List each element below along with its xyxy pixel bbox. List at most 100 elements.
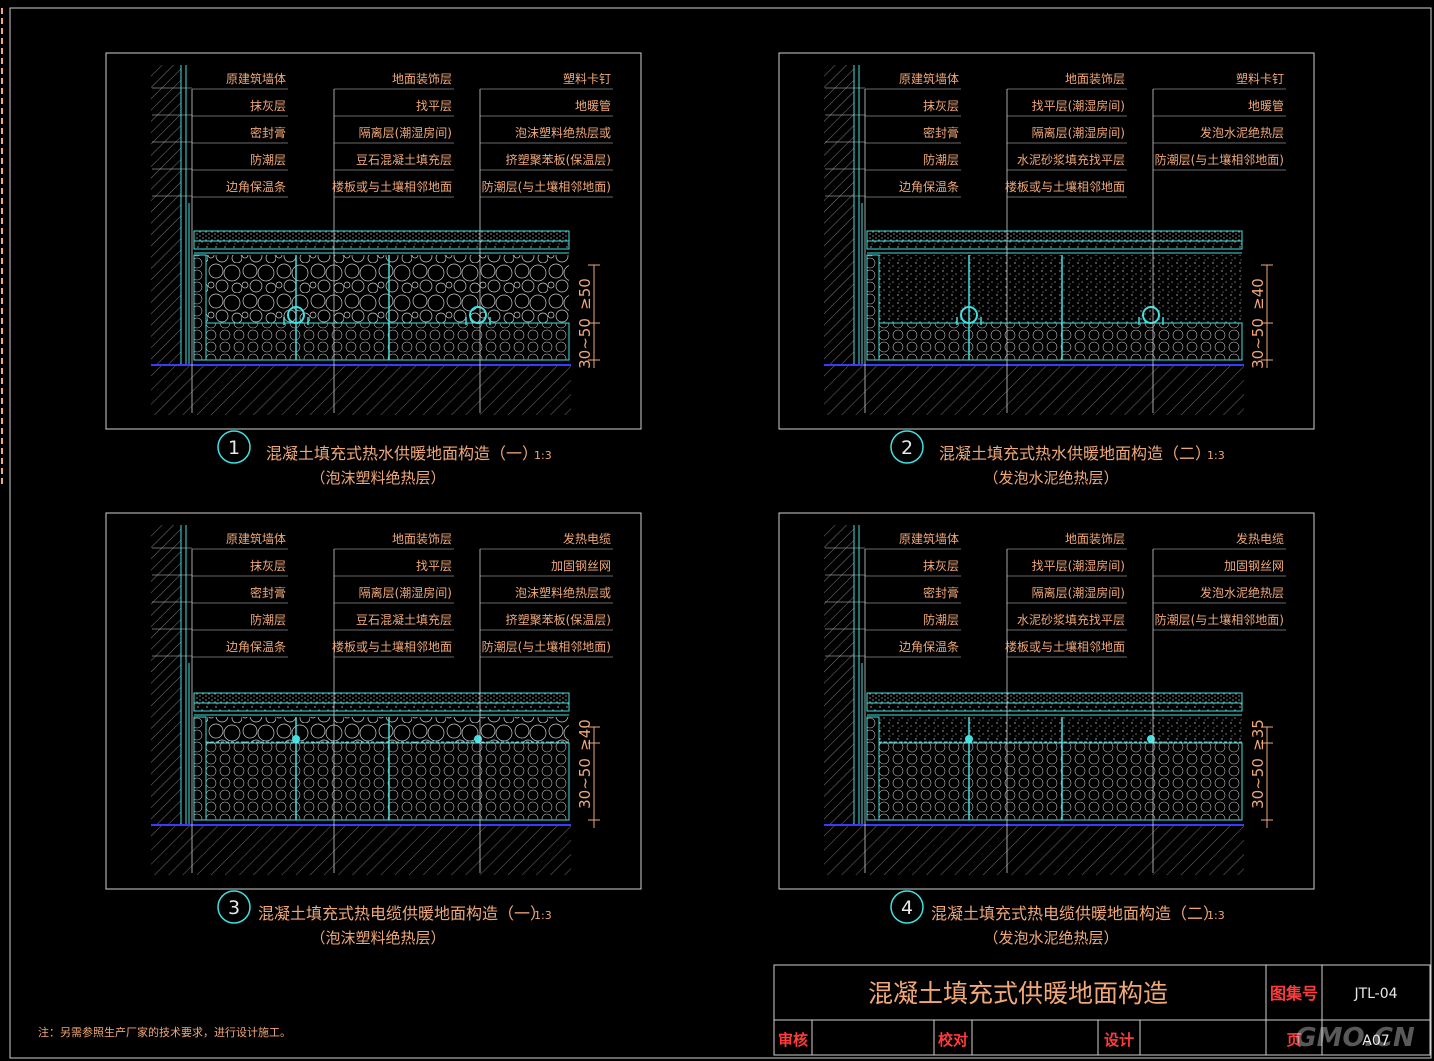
dimension-insulation: 30~50 [576, 318, 594, 369]
labels-mid-1: 找平层 [416, 559, 452, 573]
labels-left-0: 原建筑墙体 [899, 531, 959, 546]
labels-left-0: 原建筑墙体 [226, 71, 286, 86]
labels-right-1: 地暖管 [1248, 98, 1284, 113]
detail-2: ≥4030~50原建筑墙体抹灰层密封膏防潮层边角保温条地面装饰层找平层(潮湿房间… [778, 52, 1315, 430]
pipe-clip [465, 317, 491, 325]
labels-right-2: 泡沫塑料绝热层或 [515, 585, 611, 600]
dimension-fill: ≥40 [576, 719, 594, 751]
labels-left-3: 防潮层 [250, 612, 286, 627]
detail-subtitle: （发泡水泥绝热层） [983, 929, 1118, 947]
labels-left-0: 原建筑墙体 [226, 531, 286, 546]
labels-left-3: 防潮层 [250, 152, 286, 167]
labels-mid-0: 地面装饰层 [1065, 532, 1125, 546]
edge-strip [193, 254, 207, 361]
detail-scale: 1:3 [534, 449, 552, 462]
detail-title: 混凝土填充式热电缆供暖地面构造（一） [258, 904, 546, 923]
labels-right-2: 发泡水泥绝热层 [1200, 125, 1284, 140]
dimension-insulation: 30~50 [576, 758, 594, 809]
labels-left-1: 抹灰层 [250, 99, 286, 113]
labels-left-2: 密封膏 [250, 125, 286, 140]
detail-number-circle [217, 430, 251, 464]
heating-pipe [1142, 306, 1160, 324]
detail-number: 4 [901, 897, 913, 919]
detail-number: 1 [228, 437, 240, 459]
detail-frame [778, 512, 1315, 890]
labels-left-4: 边角保温条 [899, 640, 959, 654]
labels-mid-2: 隔离层(潮湿房间) [359, 585, 452, 600]
insulation-layer [878, 322, 1243, 361]
dimension-insulation: 30~50 [1249, 758, 1267, 809]
finish-layer [193, 692, 570, 704]
labels-mid-0: 地面装饰层 [1065, 72, 1125, 86]
insulation-layer [878, 742, 1243, 821]
labels-mid-1: 找平层(潮湿房间) [1032, 558, 1125, 573]
detail-title: 混凝土填充式热电缆供暖地面构造（二） [931, 904, 1219, 923]
labels-mid-0: 地面装饰层 [392, 532, 452, 546]
labels-left-0: 原建筑墙体 [899, 71, 959, 86]
heating-pipe [469, 306, 487, 324]
heating-cable [292, 735, 300, 743]
labels-mid-1: 找平层 [416, 99, 452, 113]
labels-mid-2: 隔离层(潮湿房间) [1032, 585, 1125, 600]
wall-hatch [824, 65, 854, 365]
insulation-layer [205, 322, 570, 361]
labels-left-3: 防潮层 [923, 612, 959, 627]
pipe-clip [283, 317, 309, 325]
labels-right-1: 地暖管 [575, 98, 611, 113]
wall-hatch [151, 65, 181, 365]
heating-pipe [960, 306, 978, 324]
footnote: 注：另需参照生产厂家的技术要求，进行设计施工。 [38, 1025, 291, 1039]
review-label: 审核 [778, 1031, 808, 1049]
fill-layer [206, 717, 569, 743]
finish-layer [193, 230, 570, 242]
pipe-clip [1138, 317, 1164, 325]
atlas-label: 图集号 [1270, 984, 1318, 1003]
labels-mid-2: 隔离层(潮湿房间) [1032, 125, 1125, 140]
labels-right-3: 防潮层(与土壤相邻地面) [1155, 612, 1284, 627]
labels-right-1: 加固钢丝网 [1224, 559, 1284, 573]
detail-number: 2 [901, 437, 913, 459]
labels-right-4: 防潮层(与土壤相邻地面) [482, 179, 611, 194]
labels-left-1: 抹灰层 [923, 99, 959, 113]
labels-mid-2: 隔离层(潮湿房间) [359, 125, 452, 140]
labels-mid-3: 水泥砂浆填充找平层 [1017, 612, 1125, 627]
labels-mid-4: 楼板或与土壤相邻地面 [1005, 639, 1125, 654]
labels-left-4: 边角保温条 [899, 180, 959, 194]
finish-layer [866, 230, 1243, 242]
detail-number-circle [890, 890, 924, 924]
pipe-clip [956, 317, 982, 325]
slab-hatch [824, 365, 1244, 415]
detail-subtitle: （泡沫塑料绝热层） [310, 929, 445, 947]
labels-mid-3: 豆石混凝土填充层 [356, 612, 452, 627]
labels-left-3: 防潮层 [923, 152, 959, 167]
labels-left-2: 密封膏 [923, 585, 959, 600]
sheet-frame [9, 7, 1432, 1059]
page-label: 页 [1286, 1031, 1301, 1049]
edge-strip [866, 716, 880, 821]
labels-left-4: 边角保温条 [226, 180, 286, 194]
design-label: 设计 [1104, 1031, 1134, 1049]
heating-cable [965, 735, 973, 743]
labels-right-0: 塑料卡钉 [563, 71, 611, 86]
detail-4: ≥3530~50原建筑墙体抹灰层密封膏防潮层边角保温条地面装饰层找平层(潮湿房间… [778, 512, 1315, 890]
leveling-layer [866, 702, 1243, 712]
detail-subtitle: （发泡水泥绝热层） [983, 469, 1118, 487]
detail-scale: 1:3 [534, 909, 552, 922]
title-block: 混凝土填充式供暖地面构造 图集号 JTL-04 审核 校对 设计 页 A07 G… [773, 964, 1431, 1056]
detail-number-circle [890, 430, 924, 464]
labels-right-3: 防潮层(与土壤相邻地面) [1155, 152, 1284, 167]
leveling-layer [866, 240, 1243, 250]
edge-strip [866, 254, 880, 361]
detail-subtitle: （泡沫塑料绝热层） [310, 469, 445, 487]
labels-mid-3: 水泥砂浆填充找平层 [1017, 152, 1125, 167]
finish-layer [866, 692, 1243, 704]
labels-mid-4: 楼板或与土壤相邻地面 [332, 639, 452, 654]
check-label: 校对 [938, 1031, 968, 1049]
heating-pipe [287, 306, 305, 324]
labels-mid-3: 豆石混凝土填充层 [356, 152, 452, 167]
labels-mid-4: 楼板或与土壤相邻地面 [1005, 179, 1125, 194]
labels-right-0: 塑料卡钉 [1236, 71, 1284, 86]
detail-frame [778, 52, 1315, 430]
